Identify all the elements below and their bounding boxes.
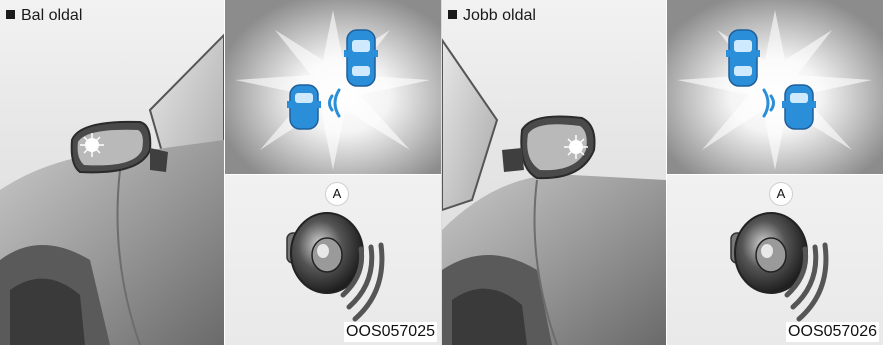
blind-spot-warning-diagram	[225, 0, 441, 174]
speaker-icon	[731, 213, 807, 293]
blind-spot-warning-diagram	[667, 0, 883, 174]
car-top-view-icon	[344, 30, 378, 86]
caption-text: Jobb oldal	[463, 7, 536, 24]
figure-code: OOS057026	[786, 322, 879, 342]
left-side-illustration: Bal oldal	[0, 0, 441, 345]
car-mirror-image: Bal oldal	[0, 0, 224, 345]
figure-code: OOS057025	[344, 322, 437, 342]
side-caption: Bal oldal	[6, 6, 82, 26]
bullet-square-icon	[6, 10, 15, 19]
car-top-view-icon	[726, 30, 760, 86]
speaker-icon	[287, 213, 363, 293]
right-side-illustration: Jobb oldal	[442, 0, 883, 345]
caption-text: Bal oldal	[21, 7, 82, 24]
speaker-alert-diagram: A	[225, 175, 441, 345]
car-top-view-icon	[287, 85, 321, 129]
side-caption: Jobb oldal	[448, 6, 536, 26]
speaker-alert-diagram: A	[667, 175, 883, 345]
car-top-view-icon	[782, 85, 816, 129]
bullet-square-icon	[448, 10, 457, 19]
car-mirror-image: Jobb oldal	[442, 0, 666, 345]
